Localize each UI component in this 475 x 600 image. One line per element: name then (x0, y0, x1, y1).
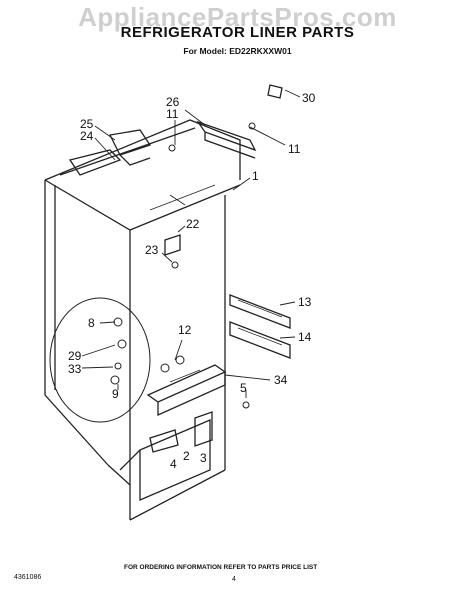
callout-12: 12 (178, 323, 192, 337)
part-24-25 (68, 129, 152, 176)
callout-14: 14 (298, 330, 312, 344)
part-26 (196, 120, 257, 159)
model-subtitle: For Model: ED22RKXXW01 (183, 46, 292, 56)
callout-30: 30 (302, 91, 316, 105)
bottom-brackets (149, 411, 213, 453)
document-number: 4361086 (14, 574, 42, 581)
callout-3: 3 (200, 451, 207, 465)
detail-circle (49, 297, 151, 423)
callout-13: 13 (298, 295, 312, 309)
callout-11-right: 11 (288, 142, 301, 156)
callout-4: 4 (170, 457, 177, 471)
part-30 (267, 84, 283, 99)
part-14 (229, 321, 291, 359)
callout-1: 1 (252, 169, 259, 183)
fasteners (110, 122, 256, 409)
liner-body (44, 119, 241, 521)
callout-25: 25 (80, 117, 94, 131)
part-22 (164, 234, 181, 256)
callout-2: 2 (183, 449, 190, 463)
callout-9: 9 (112, 387, 119, 401)
ordering-note: FOR ORDERING INFORMATION REFER TO PARTS … (124, 564, 318, 571)
callout-23: 23 (145, 243, 159, 257)
callout-24: 24 (80, 129, 94, 143)
page-number: 4 (232, 576, 236, 583)
callout-26: 26 (166, 95, 180, 109)
callout-34: 34 (274, 373, 288, 387)
callout-11-top: 11 (166, 107, 179, 121)
callout-22: 22 (186, 217, 200, 231)
leader-lines (81, 89, 301, 398)
callout-29: 29 (68, 349, 82, 363)
watermark: AppliancePartsPros.com (78, 2, 397, 32)
callout-5: 5 (240, 381, 247, 395)
callout-33: 33 (68, 362, 82, 376)
callout-labels: 1 2 3 4 5 8 9 11 11 12 13 14 22 23 24 25… (68, 91, 316, 471)
part-34 (146, 364, 227, 417)
part-13 (229, 294, 291, 329)
page-title: REFRIGERATOR LINER PARTS (120, 24, 355, 41)
callout-8: 8 (88, 316, 95, 330)
